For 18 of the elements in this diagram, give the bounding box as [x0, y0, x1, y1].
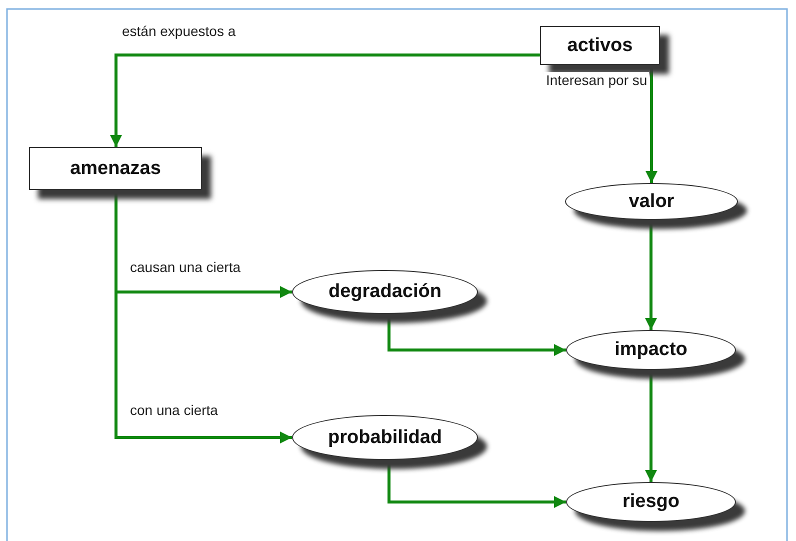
edge-label: Interesan por su: [544, 72, 650, 88]
edge-label: están expuestos a: [120, 23, 238, 39]
arrow: [645, 370, 657, 482]
arrow: [646, 65, 658, 183]
ellipse-node: riesgo: [566, 482, 736, 522]
arrow: [388, 314, 566, 356]
edge-label: con una cierta: [128, 402, 220, 418]
arrow: [114, 190, 292, 444]
ellipse-node: probabilidad: [292, 415, 478, 460]
arrow: [645, 220, 657, 330]
process-box: activos: [540, 26, 660, 65]
arrow: [110, 54, 540, 147]
ellipse-node: impacto: [566, 330, 736, 370]
ellipse-node: degradación: [292, 270, 478, 314]
ellipse-node: valor: [565, 183, 738, 220]
arrow: [388, 460, 566, 508]
process-box: amenazas: [29, 147, 202, 190]
edge-label: causan una cierta: [128, 259, 243, 275]
